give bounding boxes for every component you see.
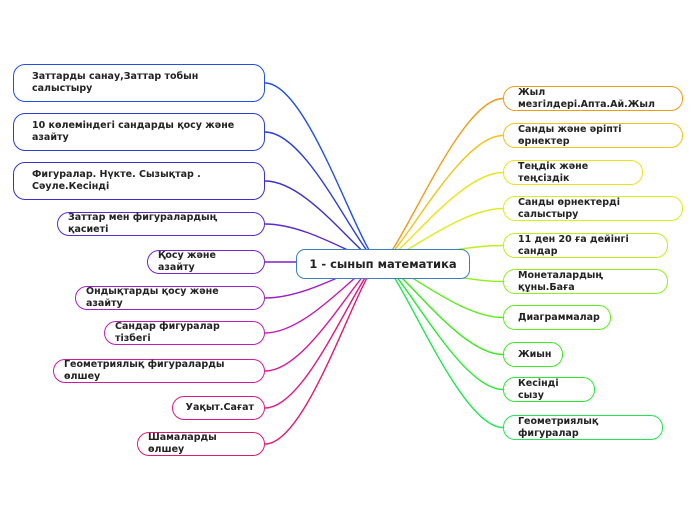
connector-right-2 — [379, 134, 504, 263]
topic-node-left-5[interactable]: Қосу және азайту — [147, 250, 265, 274]
topic-label: Монеталардың құны.Баға — [518, 269, 604, 293]
topic-label: Заттарды санау,Заттар тобын салыстыру — [32, 71, 199, 94]
topic-label: Сандар фигуралар тізбегі — [115, 321, 220, 344]
topic-label: Геометриялық фигураларды өлшеу — [64, 359, 225, 382]
topic-node-left-6[interactable]: Ондықтарды қосу және азайту — [75, 286, 265, 310]
topic-node-left-8[interactable]: Геометриялық фигураларды өлшеу — [53, 359, 265, 383]
topic-label: Теңдік және теңсіздік — [518, 160, 589, 184]
topic-node-right-7[interactable]: Диаграммалар — [503, 305, 611, 330]
topic-label: 10 көлеміндегі сандарды қосу және азайту — [32, 120, 235, 143]
topic-node-right-4[interactable]: Санды өрнектерді салыстыру — [503, 196, 683, 221]
topic-label: Санды және әріпті өрнектер — [518, 123, 622, 147]
topic-node-left-4[interactable]: Заттар мен фигуралардың қасиеті — [57, 212, 265, 236]
topic-label: Уақыт.Сағат — [185, 402, 254, 413]
connector-right-1 — [379, 97, 504, 263]
topic-node-left-1[interactable]: Заттарды санау,Заттар тобын салыстыру — [13, 64, 265, 102]
topic-label: Фигуралар. Нүкте. Сызықтар . Сәуле.Кесін… — [32, 169, 201, 192]
topic-label: Кесінді сызу — [518, 377, 559, 401]
topic-label: Шамаларды өлшеу — [148, 432, 217, 455]
topic-node-right-10[interactable]: Геометриялық фигуралар — [503, 415, 663, 440]
topic-label: Геометриялық фигуралар — [518, 415, 599, 439]
topic-node-right-6[interactable]: Монеталардың құны.Баға — [503, 269, 668, 294]
topic-label: Заттар мен фигуралардың қасиеті — [68, 212, 218, 235]
topic-node-right-5[interactable]: 11 ден 20 ға дейінгі сандар — [503, 233, 668, 258]
topic-label: 11 ден 20 ға дейінгі сандар — [518, 233, 629, 257]
topic-label: Санды өрнектерді салыстыру — [518, 196, 620, 220]
topic-label: Қосу және азайту — [158, 250, 216, 273]
topic-node-left-9[interactable]: Уақыт.Сағат — [172, 396, 265, 420]
topic-label: Жыл мезгілдері.Апта.Ай.Жыл — [518, 86, 655, 110]
topic-node-right-9[interactable]: Кесінді сызу — [503, 377, 595, 402]
topic-label: Жиын — [518, 348, 552, 360]
topic-label: Диаграммалар — [518, 311, 600, 323]
topic-node-right-8[interactable]: Жиын — [503, 342, 563, 367]
topic-label: Ондықтарды қосу және азайту — [86, 286, 219, 309]
topic-node-right-1[interactable]: Жыл мезгілдері.Апта.Ай.Жыл — [503, 86, 683, 111]
central-topic[interactable]: 1 - сынып математика — [296, 249, 470, 279]
topic-node-left-3[interactable]: Фигуралар. Нүкте. Сызықтар . Сәуле.Кесін… — [13, 162, 265, 200]
topic-node-right-3[interactable]: Теңдік және теңсіздік — [503, 160, 643, 185]
connector-left-1 — [264, 82, 381, 263]
central-topic-label: 1 - сынып математика — [309, 257, 457, 271]
connector-right-10 — [379, 261, 504, 429]
topic-node-left-7[interactable]: Сандар фигуралар тізбегі — [104, 321, 265, 345]
topic-node-left-10[interactable]: Шамаларды өлшеу — [137, 432, 265, 456]
topic-node-left-2[interactable]: 10 көлеміндегі сандарды қосу және азайту — [13, 113, 265, 151]
topic-node-right-2[interactable]: Санды және әріпті өрнектер — [503, 123, 683, 148]
